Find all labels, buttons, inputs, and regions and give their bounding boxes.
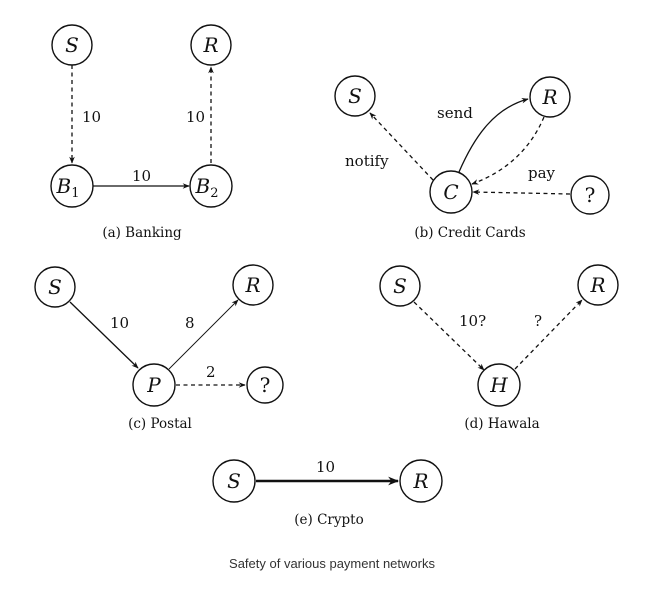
node-unknown: ? (246, 366, 284, 404)
node-sender: S (212, 459, 256, 503)
panel-hawala: 10? ? S R H (d) Hawala (379, 264, 619, 432)
edge-label-notify: notify (345, 152, 389, 170)
svg-text:B2: B2 (195, 174, 219, 201)
node-subscript: 1 (71, 186, 79, 201)
node-receiver: R (399, 459, 443, 503)
edge-label-pay: pay (528, 164, 556, 182)
caption-banking: (a) Banking (102, 225, 182, 241)
edge-label-s-r: 10 (316, 458, 335, 476)
caption-postal: (c) Postal (128, 416, 192, 432)
edge-label-h-r: ? (534, 312, 542, 330)
node-post-office: P (132, 363, 176, 407)
node-label: ? (260, 373, 271, 397)
node-bank-1: B1 (50, 164, 94, 208)
edge-label-s-b1: 10 (82, 108, 101, 126)
node-label: S (65, 33, 79, 57)
figure-caption: Safety of various payment networks (229, 556, 435, 571)
node-card-company: C (429, 170, 473, 214)
panel-banking: 10 10 10 S R B1 B2 (a) Banking (50, 24, 233, 241)
edge-label-b1-b2: 10 (132, 167, 151, 185)
node-label: ? (585, 183, 596, 207)
node-hawaladar: H (477, 363, 521, 407)
node-label: S (48, 275, 62, 299)
node-subscript: 2 (210, 186, 218, 201)
edge-label-send: send (437, 104, 473, 122)
node-label: R (412, 469, 428, 493)
node-sender: S (334, 75, 376, 117)
node-label: R (589, 273, 605, 297)
edge-r-to-c (471, 116, 545, 185)
edge-s-to-p (69, 301, 139, 369)
node-label: S (227, 469, 241, 493)
edge-c-to-r (458, 97, 529, 173)
node-sender: S (51, 24, 93, 66)
caption-hawala: (d) Hawala (464, 416, 539, 432)
edge-q-to-c (472, 189, 571, 195)
node-label: H (489, 373, 508, 397)
node-label: S (348, 84, 362, 108)
edge-label-s-p: 10 (110, 314, 129, 332)
caption-credit-cards: (b) Credit Cards (414, 225, 525, 241)
node-receiver: R (529, 76, 571, 118)
node-label: B (56, 174, 72, 198)
node-label: B (195, 174, 211, 198)
edge-label-b2-r: 10 (186, 108, 205, 126)
caption-crypto: (e) Crypto (294, 512, 363, 528)
edge-h-to-r (514, 299, 583, 370)
edge-label-p-q: 2 (206, 363, 216, 381)
node-label: R (541, 85, 557, 109)
svg-text:B1: B1 (56, 174, 80, 201)
node-sender: S (34, 266, 76, 308)
edge-p-to-r (168, 299, 239, 370)
node-label: R (244, 273, 260, 297)
node-receiver: R (577, 264, 619, 306)
node-sender: S (379, 265, 421, 307)
edge-c-to-s (369, 112, 434, 181)
panel-postal: 10 8 2 S R P ? (c) Postal (34, 264, 284, 432)
edge-s-to-h (413, 301, 485, 371)
panel-credit-cards: send notify pay S R C ? (b) Credit Cards (334, 75, 610, 241)
node-unknown: ? (570, 175, 610, 215)
node-label: S (393, 274, 407, 298)
node-label: C (443, 180, 458, 204)
node-receiver: R (190, 24, 232, 66)
panel-crypto: 10 S R (e) Crypto (212, 458, 443, 528)
node-receiver: R (232, 264, 274, 306)
node-bank-2: B2 (189, 164, 233, 208)
node-label: P (146, 373, 161, 397)
node-label: R (202, 33, 218, 57)
edge-label-s-h: 10? (459, 312, 486, 330)
edge-label-p-r: 8 (185, 314, 195, 332)
